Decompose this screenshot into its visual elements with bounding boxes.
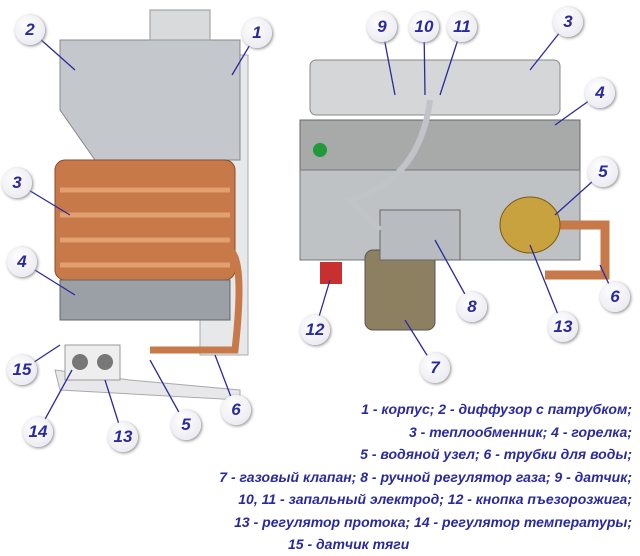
callout-1: 1 [242,18,272,48]
legend-line: 7 - газовый клапан; 8 - ручной регулятор… [219,468,632,485]
legend-line: 10, 11 - запальный электрод; 12 - кнопка… [238,491,632,507]
legend-line: 1 - корпус; 2 - диффузор с патрубком; [361,401,632,417]
legend-line: 13 - регулятор протока; 14 - регулятор т… [234,513,632,530]
callout-5: 5 [171,410,201,440]
callout-15: 15 [7,355,37,385]
callout-6: 6 [221,395,251,425]
legend-line: 15 - датчик тяги [288,536,410,552]
callout-7: 7 [420,353,450,383]
callout-3-right: 3 [553,7,583,37]
callout-2: 2 [15,15,45,45]
callout-13: 13 [108,422,138,452]
right-heater-photo [299,59,610,331]
callout-5-right: 5 [588,157,618,187]
callout-4-right: 4 [585,78,615,108]
callout-3: 3 [2,168,32,198]
callout-4: 4 [7,247,37,277]
callout-6-right: 6 [600,282,630,312]
callout-14: 14 [23,417,53,447]
left-heater-photo [54,9,249,401]
legend: 1 - корпус; 2 - диффузор с патрубком; 3 -… [150,398,632,556]
callout-11: 11 [447,12,477,42]
callout-13-right: 13 [548,312,578,342]
callout-12: 12 [300,315,330,345]
legend-line: 3 - теплообменник; 4 - горелка; [408,423,632,440]
callout-9: 9 [367,12,397,42]
legend-line: 5 - водяной узел; 6 - трубки для воды; [360,446,632,462]
callout-10: 10 [409,12,439,42]
callout-8: 8 [457,292,487,322]
